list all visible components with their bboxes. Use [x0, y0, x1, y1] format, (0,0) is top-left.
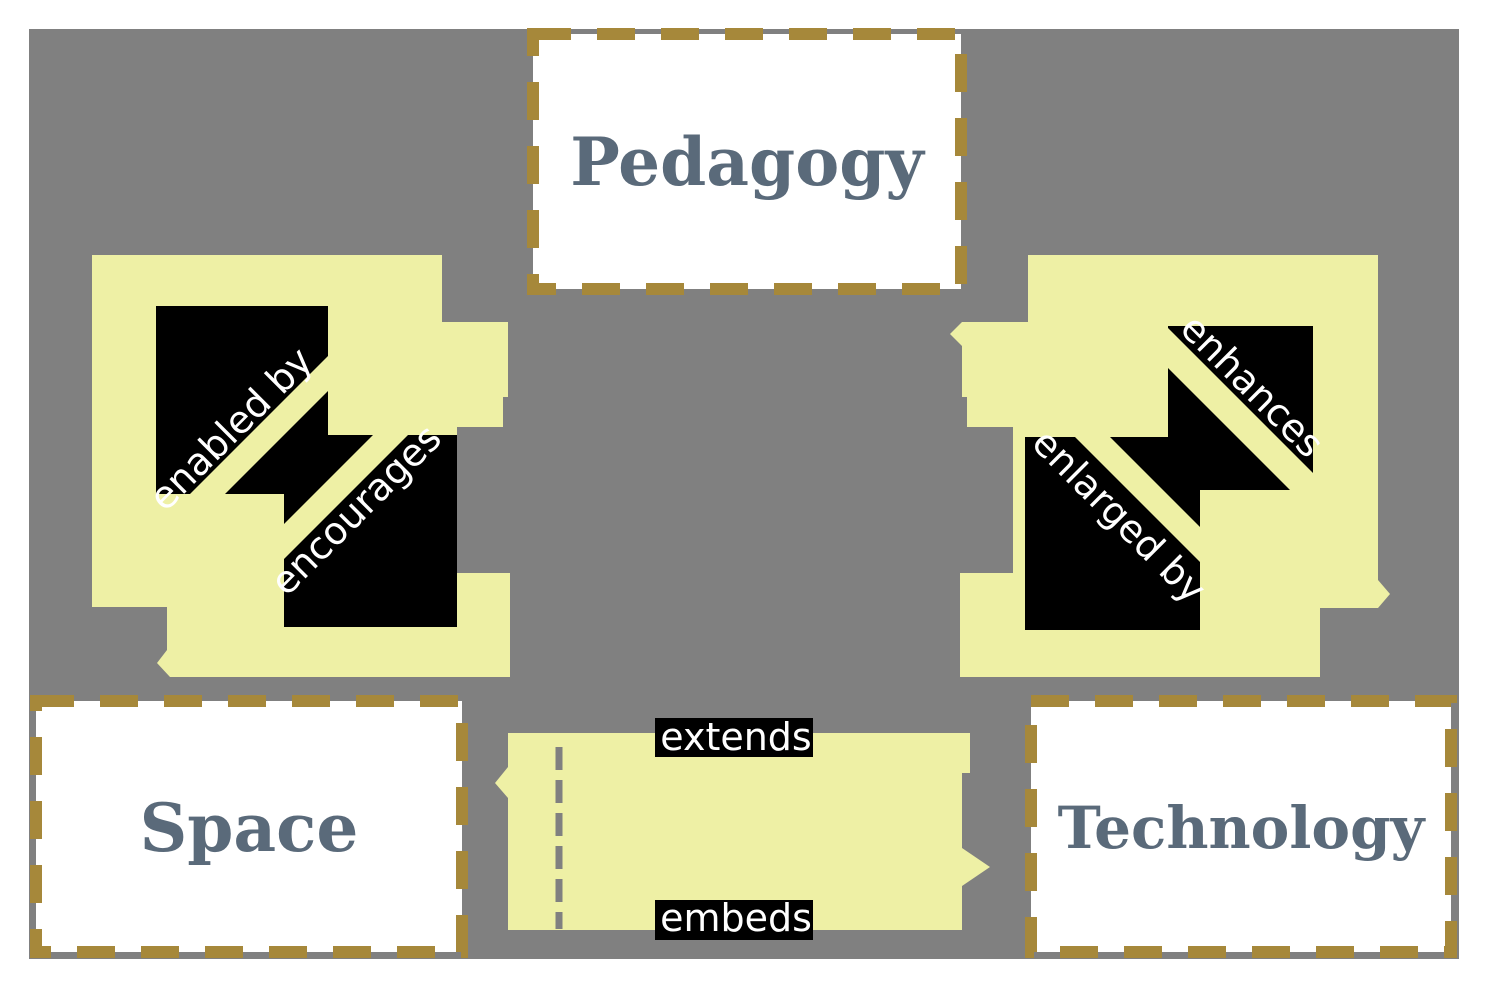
space-technology-connector: extends embeds: [495, 715, 990, 940]
space-technology-arrow-shape: [495, 733, 990, 930]
embeds-label: embeds: [660, 896, 812, 940]
arrow-stripe: [284, 435, 408, 559]
arrow-stripe: [190, 355, 329, 494]
extends-label: extends: [660, 715, 811, 759]
space-pedagogy-connector: enabled by encourages: [92, 255, 510, 677]
pedagogy-label: Pedagogy: [570, 123, 925, 201]
pedagogy-box: [527, 28, 967, 295]
technology-pedagogy-connector: enhances enlarged by: [950, 255, 1390, 677]
pedagogy-node: Pedagogy: [527, 28, 967, 295]
technology-node: Technology: [1025, 695, 1457, 958]
space-label: Space: [140, 789, 359, 867]
arrow-stripe: [1168, 328, 1313, 490]
technology-label: Technology: [1058, 794, 1427, 862]
space-box: [30, 695, 468, 958]
arrow-stripe: [1075, 437, 1200, 562]
space-node: Space: [30, 695, 468, 958]
extends-label-panel: [655, 718, 813, 757]
technology-box: [1025, 695, 1457, 958]
embeds-label-panel: [655, 900, 813, 940]
